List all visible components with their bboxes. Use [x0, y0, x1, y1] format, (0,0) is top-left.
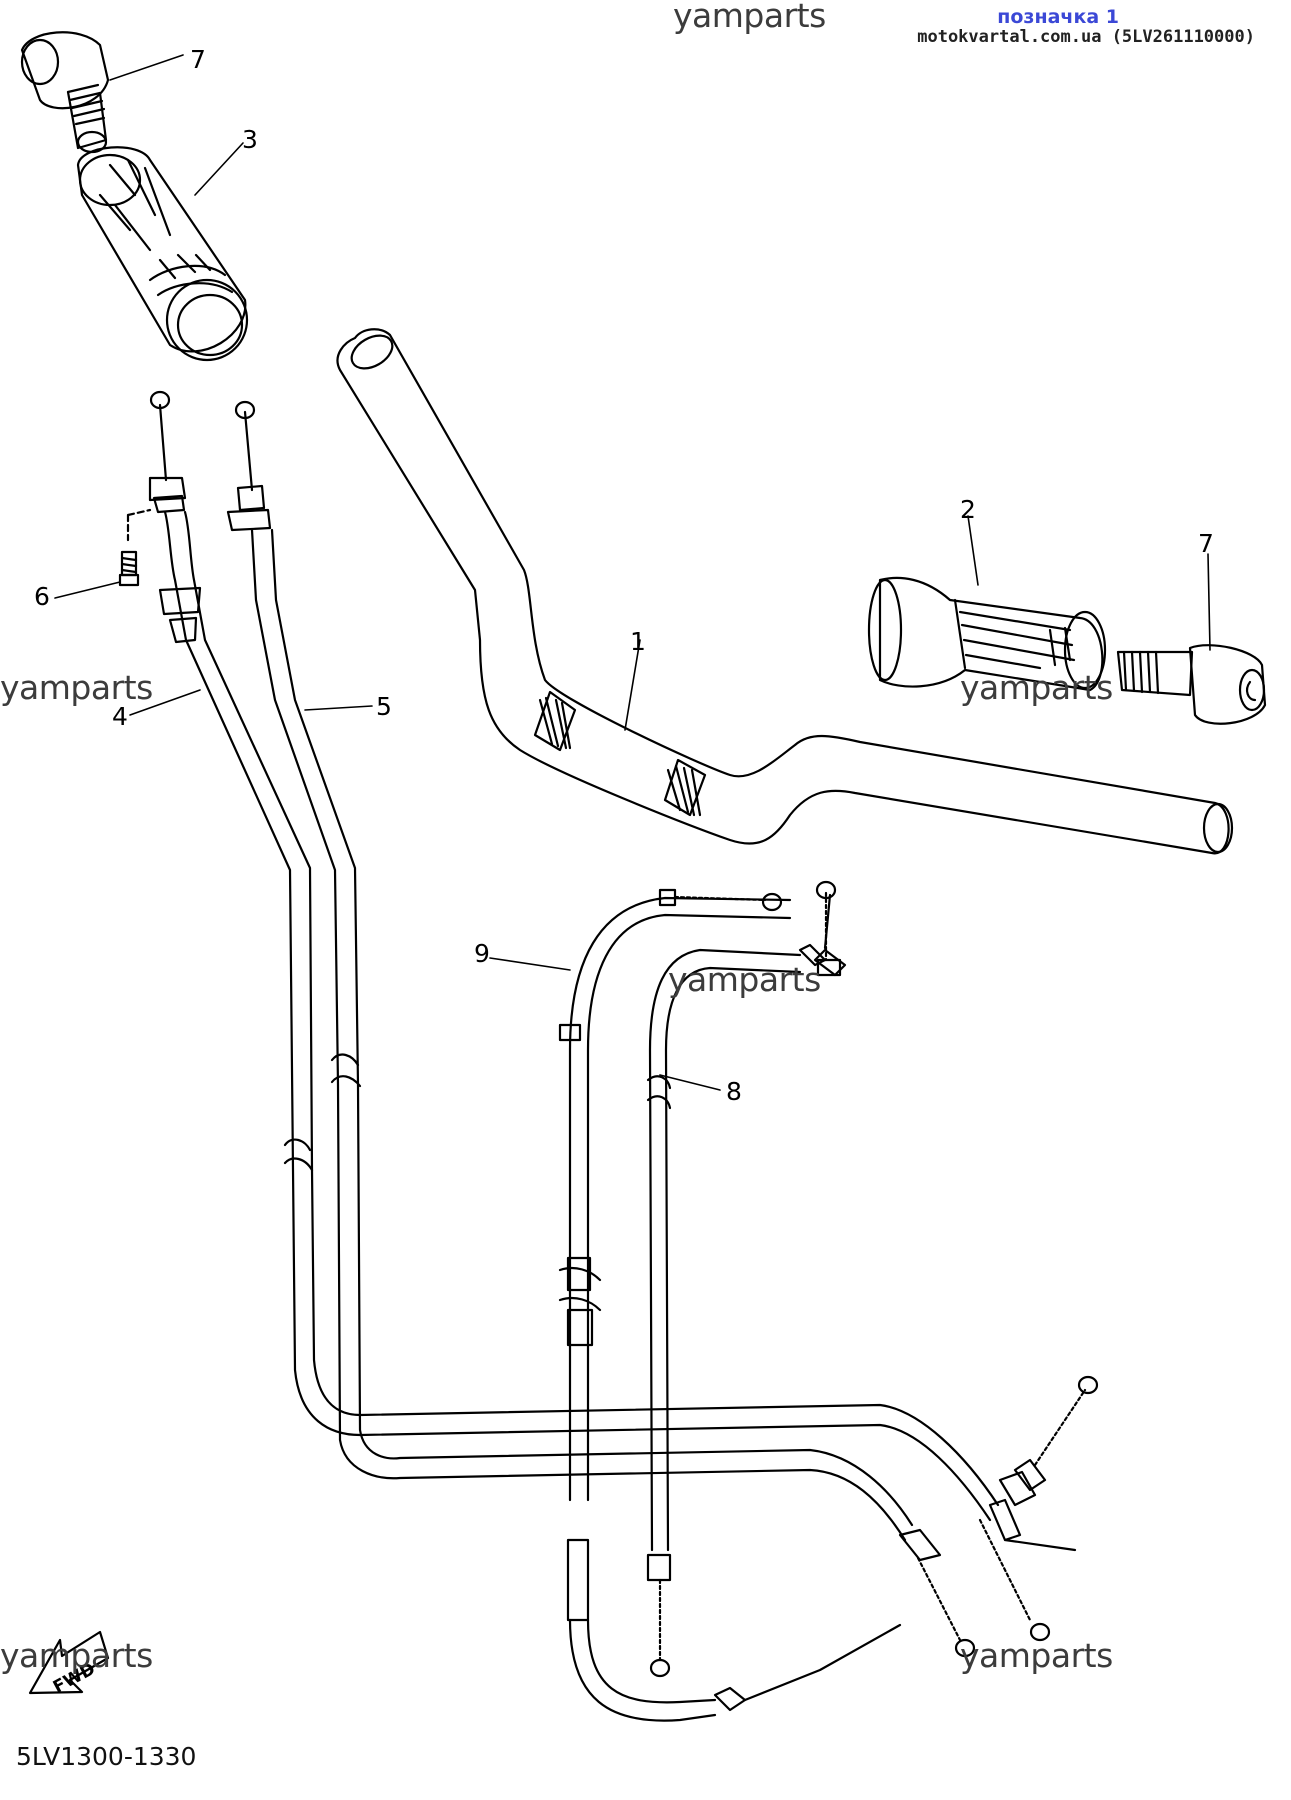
- watermark-top: yamparts: [673, 0, 826, 35]
- grip-right[interactable]: [867, 576, 1107, 692]
- grip-left[interactable]: [76, 146, 249, 362]
- callout-3: 3: [242, 125, 258, 154]
- callout-2: 2: [960, 495, 976, 524]
- bolt[interactable]: [118, 508, 152, 587]
- leader-lines: [54, 54, 1211, 1091]
- watermark: yamparts: [960, 1636, 1113, 1675]
- callout-4: 4: [112, 702, 128, 731]
- callout-9: 9: [474, 939, 490, 968]
- clutch-cables[interactable]: [558, 880, 902, 1722]
- watermark: yamparts: [668, 960, 821, 999]
- callout-7-top: 7: [190, 45, 206, 74]
- bar-end-weight-left[interactable]: [20, 31, 110, 154]
- callout-5: 5: [376, 692, 392, 721]
- watermark: yamparts: [960, 668, 1113, 707]
- callout-6: 6: [34, 582, 50, 611]
- callout-8: 8: [726, 1077, 742, 1106]
- label-link[interactable]: позначка 1: [997, 6, 1119, 28]
- callout-1: 1: [630, 627, 646, 656]
- watermark: yamparts: [0, 668, 153, 707]
- callout-7-right: 7: [1198, 529, 1214, 558]
- fwd-arrow-icon: [28, 1630, 110, 1695]
- diagram-code: 5LV1300-1330: [16, 1742, 197, 1771]
- callout-numbers: 7 3 2 7 6 1 4 5 9 8 FWD: [34, 45, 1214, 1698]
- handlebar[interactable]: [336, 328, 1234, 855]
- watermark: yamparts: [0, 1636, 153, 1675]
- source-line: motokvartal.com.ua (5LV261110000): [917, 27, 1255, 47]
- throttle-cables[interactable]: [148, 390, 1099, 1658]
- bar-end-weight-right[interactable]: [1116, 644, 1267, 725]
